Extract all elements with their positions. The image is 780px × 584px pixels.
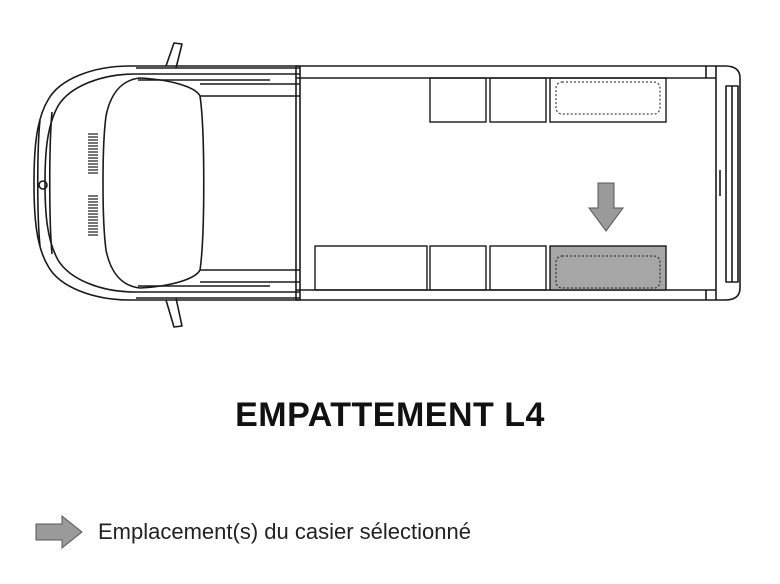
compartment-bottom-4-selected bbox=[549, 245, 667, 291]
front-emblem bbox=[38, 180, 48, 190]
compartment-bottom-2 bbox=[429, 245, 487, 291]
cargo-body bbox=[295, 65, 741, 301]
bottom-compartments bbox=[314, 245, 667, 291]
bottom-door-rail bbox=[136, 285, 300, 299]
front-grille bbox=[36, 119, 41, 247]
diagram-title: EMPATTEMENT L4 bbox=[235, 396, 545, 434]
legend-label: Emplacement(s) du casier sélectionné bbox=[98, 519, 471, 544]
cab-body bbox=[33, 65, 300, 301]
left-mirror bbox=[165, 42, 183, 69]
arrow-right-icon bbox=[35, 514, 83, 550]
compartment-bottom-1 bbox=[314, 245, 428, 291]
compartment-top-3-inner bbox=[555, 81, 661, 115]
compartment-top-3 bbox=[549, 77, 667, 123]
top-door-rail bbox=[136, 67, 300, 81]
compartment-top-1 bbox=[429, 77, 487, 123]
vents-top bbox=[88, 133, 98, 174]
right-mirror bbox=[165, 297, 183, 328]
rear-doors bbox=[725, 85, 739, 283]
selection-arrow-icon bbox=[588, 182, 624, 232]
compartment-bottom-3 bbox=[489, 245, 547, 291]
van-top-view-diagram bbox=[33, 42, 741, 328]
windshield bbox=[102, 77, 205, 289]
top-compartments bbox=[429, 77, 667, 123]
compartment-bottom-4-inner bbox=[555, 255, 661, 289]
vents-bottom bbox=[88, 195, 98, 236]
compartment-top-2 bbox=[489, 77, 547, 123]
legend: Emplacement(s) du casier sélectionné bbox=[34, 512, 471, 552]
